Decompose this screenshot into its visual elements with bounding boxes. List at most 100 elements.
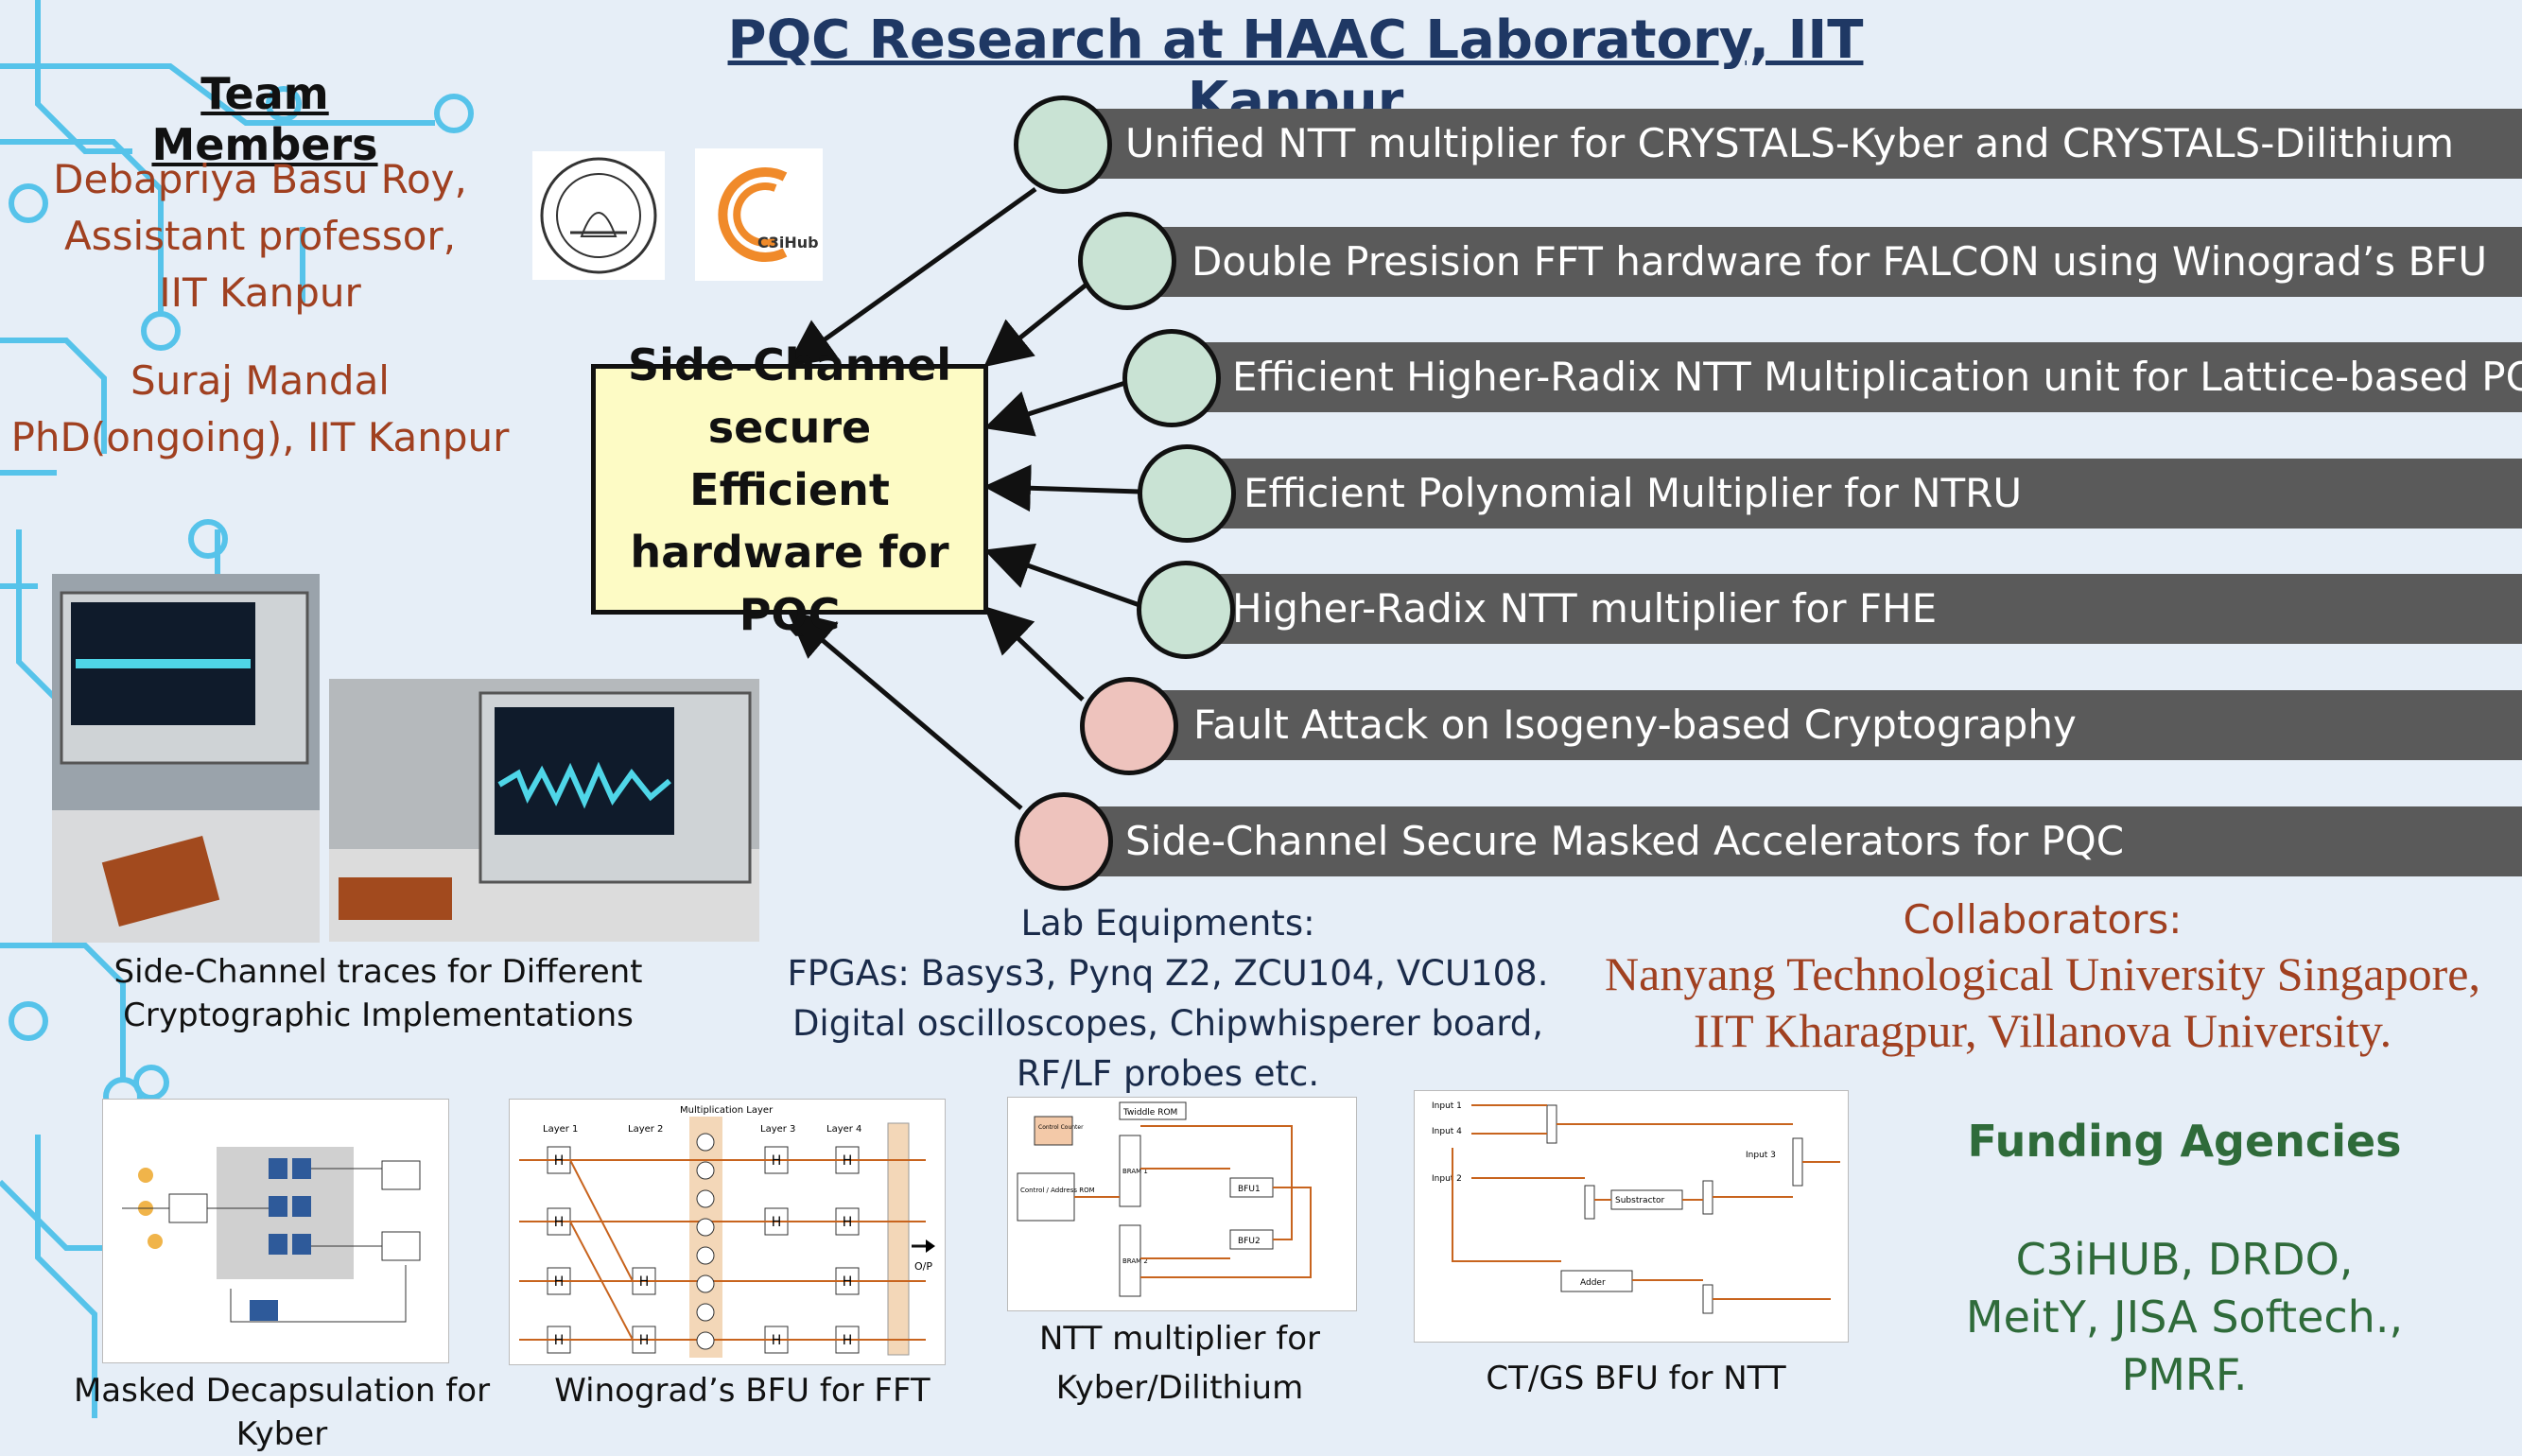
funding-heading: Funding Agencies	[1967, 1116, 2402, 1167]
member-2-role: PhD(ongoing), IIT Kanpur	[10, 414, 510, 460]
input2-label: Input 2	[1432, 1174, 1462, 1184]
topic-bar-1: Unified NTT multiplier for CRYSTALS-Kybe…	[1059, 109, 2522, 179]
member-1-affiliation: IIT Kanpur	[159, 269, 361, 316]
lab-equipment-heading: Lab Equipments:	[1020, 903, 1315, 944]
input3-label: Input 3	[1746, 1151, 1776, 1160]
diagram-1-caption: Masked Decapsulation for Kyber	[73, 1372, 491, 1453]
masked-decapsulation-diagram	[102, 1099, 449, 1363]
ntt-multiplier-diagram: Twiddle ROM Control Counter Control / Ad…	[1007, 1097, 1357, 1311]
h-block: H	[843, 1274, 853, 1290]
layer2-label: Layer 2	[628, 1124, 663, 1135]
topic-circle-2	[1078, 212, 1176, 310]
central-line-2: secure Efficient	[689, 401, 890, 515]
funding-line-2: MeitY, JISA Softech.,	[1965, 1291, 2404, 1343]
member-1-name: Debapriya Basu Roy,	[53, 156, 467, 202]
central-line-3: hardware for	[630, 526, 949, 578]
h-block: H	[639, 1274, 650, 1290]
member-1: Debapriya Basu Roy, Assistant professor,…	[9, 151, 511, 321]
page-title: PQC Research at HAAC Laboratory, IIT Kan…	[727, 9, 1864, 132]
photo-caption-line-2: Cryptographic Implementations	[123, 997, 634, 1034]
photo-caption-line-1: Side-Channel traces for Different	[113, 953, 643, 991]
collaborators-line-1: Nanyang Technological University Singapo…	[1605, 947, 2480, 1000]
topic-circle-6	[1080, 677, 1178, 775]
topic-label-2: Double Presision FFT hardware for FALCON…	[1191, 238, 2488, 285]
adder-label: Adder	[1580, 1278, 1606, 1288]
topic-circle-3	[1122, 329, 1221, 427]
member-2: Suraj Mandal PhD(ongoing), IIT Kanpur	[9, 353, 511, 466]
topic-label-7: Side-Channel Secure Masked Accelerators …	[1125, 818, 2125, 864]
lab-photo-2	[329, 679, 759, 942]
central-line-4: PQC	[739, 588, 841, 640]
member-2-name: Suraj Mandal	[130, 357, 390, 404]
diagram-3-caption: NTT multiplier for Kyber/Dilithium	[993, 1314, 1366, 1413]
lab-equipment-line-1: FPGAs: Basys3, Pynq Z2, ZCU104, VCU108.	[787, 953, 1549, 994]
ct-gs-bfu-diagram: Input 1 Input 4 Input 2 Input 3 Substrac…	[1414, 1090, 1849, 1343]
h-block: H	[843, 1153, 853, 1169]
h-block: H	[554, 1153, 565, 1169]
collaborators-heading: Collaborators:	[1903, 896, 2183, 943]
diagram-2-caption: Winograd’s BFU for FFT	[554, 1372, 931, 1410]
iit-kanpur-logo	[532, 151, 665, 280]
layer4-label: Layer 4	[826, 1124, 861, 1135]
control-rom-label: Control / Address ROM	[1020, 1187, 1095, 1194]
collaborators-list: Nanyang Technological University Singapo…	[1551, 945, 2522, 1059]
diagram-4-caption: CT/GS BFU for NTT	[1486, 1360, 1786, 1397]
team-heading: Team Members	[151, 68, 378, 170]
layer3-label: Layer 3	[760, 1124, 795, 1135]
topic-circle-7	[1015, 792, 1113, 891]
central-box: Side-Channel secure Efficient hardware f…	[591, 339, 988, 640]
h-block: H	[554, 1215, 565, 1230]
funding-line-3: PMRF.	[2121, 1349, 2248, 1400]
h-block: H	[843, 1215, 853, 1230]
connector-arrows	[786, 186, 1140, 810]
topic-label-1: Unified NTT multiplier for CRYSTALS-Kybe…	[1125, 120, 2454, 166]
input4-label: Input 4	[1432, 1127, 1462, 1136]
h-block: H	[554, 1333, 565, 1348]
topic-bar-3: Efficient Higher-Radix NTT Multiplicatio…	[1173, 342, 2522, 412]
central-line-1: Side-Channel	[627, 338, 952, 390]
c3ihub-logo: C3iHub	[695, 148, 823, 281]
topic-label-5: Higher-Radix NTT multiplier for FHE	[1232, 585, 1938, 632]
topic-label-6: Fault Attack on Isogeny-based Cryptograp…	[1193, 702, 2077, 748]
bram1-label: BRAM 1	[1122, 1168, 1148, 1175]
bfu2-label: BFU2	[1238, 1237, 1261, 1246]
h-block: H	[772, 1333, 782, 1348]
layer1-label: Layer 1	[543, 1124, 578, 1135]
topic-circle-4	[1138, 444, 1236, 543]
h-block: H	[772, 1215, 782, 1230]
h-block: H	[639, 1333, 650, 1348]
h-block: H	[554, 1274, 565, 1290]
topic-bar-4: Efficient Polynomial Multiplier for NTRU	[1187, 459, 2522, 529]
funding-list: C3iHUB, DRDO, MeitY, JISA Softech., PMRF…	[1939, 1231, 2430, 1404]
bram2-label: BRAM 2	[1122, 1257, 1148, 1265]
diagram-3-caption-line-2: Kyber/Dilithium	[1055, 1369, 1304, 1407]
collaborators-line-2: IIT Kharagpur, Villanova University.	[1693, 1004, 2392, 1057]
lab-equipment: Lab Equipments: FPGAs: Basys3, Pynq Z2, …	[775, 898, 1560, 1099]
h-block: H	[772, 1153, 782, 1169]
photo-caption: Side-Channel traces for Different Crypto…	[76, 950, 681, 1037]
h-block: H	[843, 1333, 853, 1348]
mult-layer-label: Multiplication Layer	[680, 1105, 774, 1116]
topic-bar-7: Side-Channel Secure Masked Accelerators …	[1059, 806, 2522, 876]
input1-label: Input 1	[1432, 1101, 1462, 1111]
topic-circle-1	[1014, 95, 1112, 194]
diagram-3-caption-line-1: NTT multiplier for	[1038, 1320, 1320, 1358]
funding-line-1: C3iHUB, DRDO,	[2015, 1234, 2354, 1285]
topic-label-3: Efficient Higher-Radix NTT Multiplicatio…	[1232, 354, 2522, 400]
subtractor-label: Substractor	[1615, 1196, 1665, 1205]
topic-bar-5: Higher-Radix NTT multiplier for FHE	[1187, 574, 2522, 644]
topic-bar-6: Fault Attack on Isogeny-based Cryptograp…	[1135, 690, 2522, 760]
lab-equipment-line-2: Digital oscilloscopes, Chipwhisperer boa…	[791, 1003, 1544, 1044]
twiddle-rom-label: Twiddle ROM	[1122, 1108, 1177, 1118]
topic-label-4: Efficient Polynomial Multiplier for NTRU	[1244, 470, 2023, 516]
op-label: O/P	[914, 1260, 932, 1273]
lab-photo-1	[52, 574, 320, 943]
member-1-role: Assistant professor,	[63, 213, 457, 259]
topic-bar-2: Double Presision FFT hardware for FALCON…	[1125, 227, 2522, 297]
c3ihub-logo-text: C3iHub	[757, 234, 819, 251]
bfu1-label: BFU1	[1238, 1185, 1261, 1194]
topic-circle-5	[1137, 561, 1235, 659]
control-counter-label: Control Counter	[1038, 1124, 1084, 1131]
winograd-bfu-diagram: Multiplication Layer Layer 1 Layer 2 Lay…	[509, 1099, 946, 1365]
lab-equipment-line-3: RF/LF probes etc.	[1016, 1053, 1320, 1094]
